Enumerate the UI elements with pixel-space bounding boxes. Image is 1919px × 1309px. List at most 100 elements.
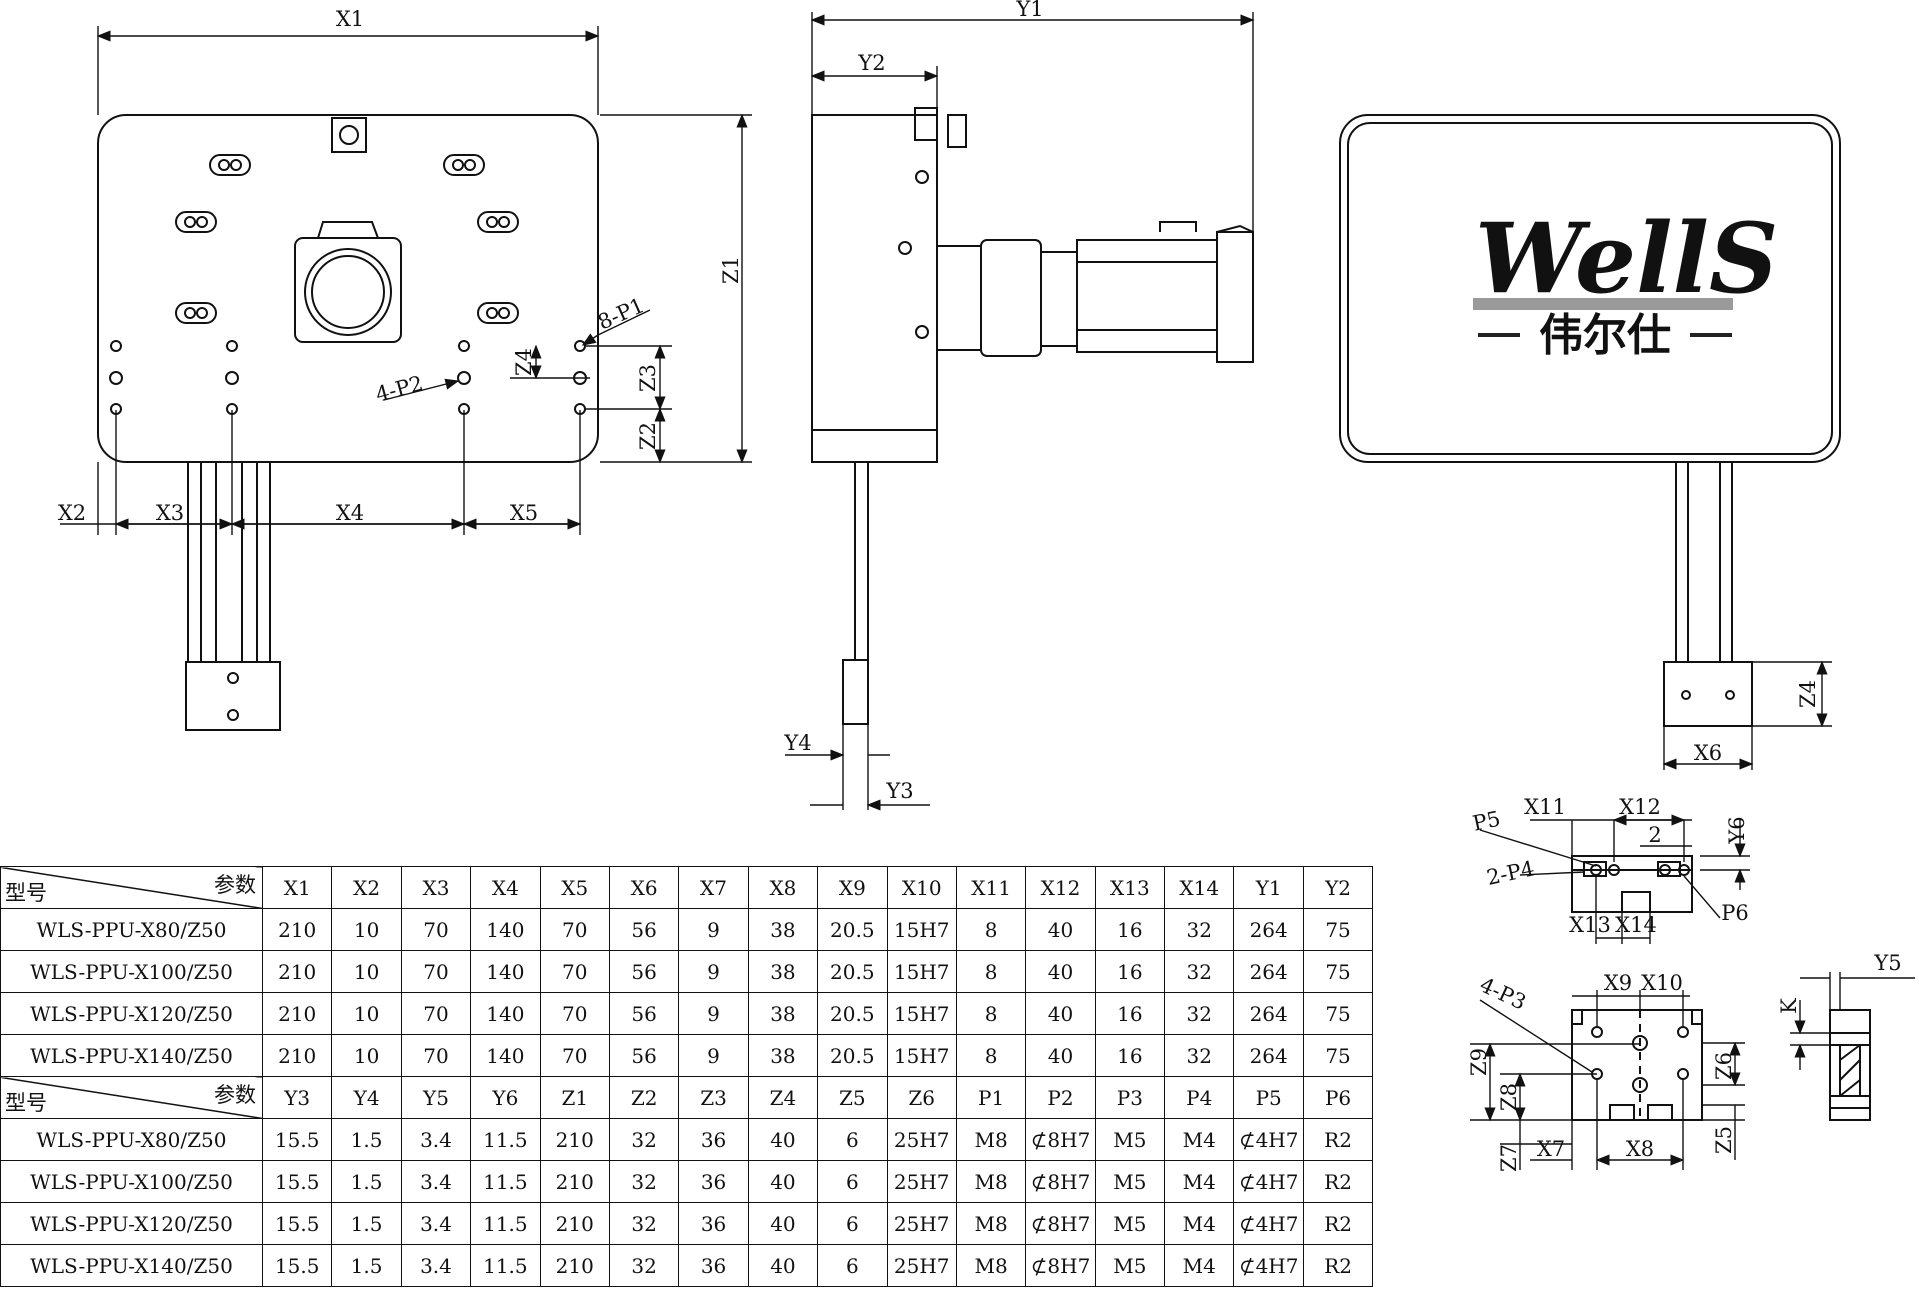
value-cell: M4: [1164, 1118, 1235, 1161]
value-cell: 11.5: [470, 1160, 541, 1203]
value-cell: 32: [608, 1118, 680, 1161]
coupling: [936, 245, 982, 351]
value-cell: 40: [747, 1118, 819, 1161]
value-cell: R2: [1302, 1160, 1374, 1203]
value-cell: R2: [1302, 1118, 1374, 1161]
value-cell: ⊄8H7: [1025, 1160, 1096, 1203]
model-cell: WLS-PPU-X120/Z50: [0, 1202, 263, 1245]
svg-text:P6: P6: [1721, 901, 1749, 925]
svg-text:X9: X9: [1604, 971, 1632, 995]
value-cell: 75: [1302, 950, 1374, 993]
table-header-cell: P1: [955, 1076, 1027, 1119]
value-cell: 3.4: [400, 1202, 472, 1245]
value-cell: 210: [539, 1202, 610, 1245]
value-cell: 8: [955, 1034, 1027, 1077]
value-cell: 15H7: [886, 992, 957, 1035]
table-header-cell: P3: [1094, 1076, 1166, 1119]
detail-bottom-dimensions: [1470, 990, 1745, 1170]
value-cell: 264: [1233, 950, 1304, 993]
svg-text:2-P4: 2-P4: [1485, 856, 1537, 889]
value-cell: M5: [1094, 1160, 1166, 1203]
detail-side-labels: Y5 K: [1777, 951, 1902, 1014]
value-cell: 9: [678, 1034, 749, 1077]
value-cell: 264: [1233, 908, 1304, 951]
value-cell: 40: [1025, 950, 1096, 993]
value-cell: M5: [1094, 1202, 1166, 1245]
value-cell: 40: [1025, 908, 1096, 951]
model-cell: WLS-PPU-X80/Z50: [0, 908, 263, 951]
side-body: [811, 114, 938, 463]
value-cell: M4: [1164, 1244, 1235, 1287]
value-cell: 3.4: [400, 1244, 472, 1287]
value-cell: 32: [1164, 1034, 1235, 1077]
value-cell: 75: [1302, 908, 1374, 951]
value-cell: 10: [331, 992, 402, 1035]
side-slider: [842, 659, 869, 725]
value-cell: ⊄4H7: [1233, 1244, 1304, 1287]
svg-text:X13: X13: [1569, 913, 1611, 937]
svg-text:Y4: Y4: [783, 731, 811, 755]
value-cell: ⊄8H7: [1025, 1244, 1096, 1287]
value-cell: 32: [1164, 908, 1235, 951]
value-cell: 20.5: [817, 908, 888, 951]
svg-text:Y1: Y1: [1015, 0, 1043, 21]
value-cell: 56: [608, 908, 680, 951]
value-cell: M5: [1094, 1244, 1166, 1287]
svg-text:Y3: Y3: [885, 779, 913, 803]
svg-text:Y6: Y6: [1725, 816, 1749, 844]
svg-text:X11: X11: [1524, 795, 1566, 819]
value-cell: 25H7: [886, 1118, 957, 1161]
value-cell: M4: [1164, 1202, 1235, 1245]
value-cell: 56: [608, 992, 680, 1035]
value-cell: 38: [747, 1034, 819, 1077]
table-header-cell: X8: [747, 866, 819, 909]
value-cell: 3.4: [400, 1118, 472, 1161]
brand-logo: WellS 伟尔仕: [1473, 202, 1778, 361]
table-header-cell: X13: [1094, 866, 1166, 909]
table-header-cell: X10: [886, 866, 957, 909]
table-header-cell: Z5: [817, 1076, 888, 1119]
front-view: [97, 114, 599, 731]
table-header-cell: X6: [608, 866, 680, 909]
table-corner-cell: 参数型号: [0, 1076, 263, 1119]
value-cell: 38: [747, 950, 819, 993]
svg-text:X1: X1: [336, 7, 364, 31]
value-cell: ⊄4H7: [1233, 1118, 1304, 1161]
model-cell: WLS-PPU-X100/Z50: [0, 950, 263, 993]
value-cell: 40: [1025, 992, 1096, 1035]
value-cell: 70: [539, 1034, 610, 1077]
svg-text:Z4: Z4: [1796, 680, 1820, 708]
svg-text:X7: X7: [1537, 1137, 1565, 1161]
value-cell: 16: [1094, 950, 1166, 993]
value-cell: 210: [261, 908, 333, 951]
model-cell: WLS-PPU-X140/Z50: [0, 1244, 263, 1287]
value-cell: 8: [955, 992, 1027, 1035]
value-cell: 10: [331, 908, 402, 951]
value-cell: ⊄8H7: [1025, 1202, 1096, 1245]
detail-side: [1829, 1009, 1871, 1121]
front-slider: [185, 661, 281, 731]
value-cell: M8: [955, 1118, 1027, 1161]
value-cell: ⊄4H7: [1233, 1202, 1304, 1245]
value-cell: 16: [1094, 992, 1166, 1035]
svg-text:X5: X5: [510, 501, 538, 525]
value-cell: 10: [331, 1034, 402, 1077]
back-slider: [1663, 661, 1753, 727]
table-header-cell: X2: [331, 866, 402, 909]
value-cell: 38: [747, 908, 819, 951]
table-header-cell: Z3: [678, 1076, 749, 1119]
svg-text:Z5: Z5: [1712, 1126, 1736, 1154]
value-cell: M5: [1094, 1118, 1166, 1161]
value-cell: 10: [331, 950, 402, 993]
table-header-cell: Z1: [539, 1076, 610, 1119]
value-cell: ⊄4H7: [1233, 1160, 1304, 1203]
value-cell: 264: [1233, 1034, 1304, 1077]
detail-bottom: [1571, 1009, 1703, 1121]
value-cell: 20.5: [817, 992, 888, 1035]
value-cell: 140: [470, 992, 541, 1035]
svg-text:X10: X10: [1641, 971, 1683, 995]
